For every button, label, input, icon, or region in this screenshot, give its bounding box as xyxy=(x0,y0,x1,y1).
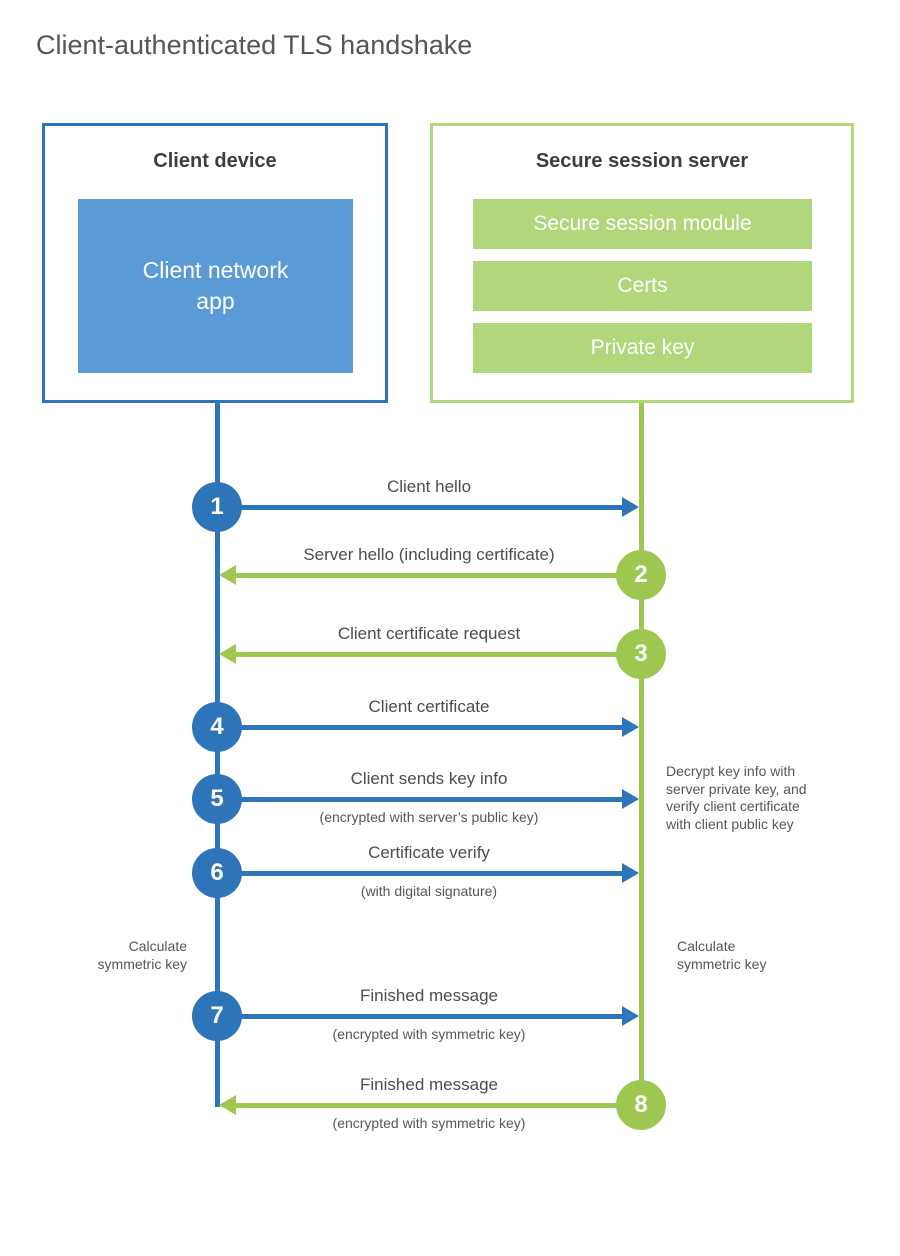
step-4-arrowhead-right-icon xyxy=(622,717,639,737)
step-8-sublabel: (encrypted with symmetric key) xyxy=(332,1115,526,1131)
page-title: Client-authenticated TLS handshake xyxy=(36,30,473,60)
step-6-arrowhead-right-icon xyxy=(622,863,639,883)
server-module-private-key: Private key xyxy=(473,323,812,373)
step-7-sublabel: (encrypted with symmetric key) xyxy=(332,1026,526,1042)
step-2-arrowhead-left-icon xyxy=(219,565,236,585)
step-4-label: Client certificate xyxy=(368,697,490,716)
step-2-badge: 2 xyxy=(616,550,666,600)
step-8-arrow-line xyxy=(234,1103,618,1108)
step-7-arrow-line xyxy=(238,1014,624,1019)
step-1-badge: 1 xyxy=(192,482,242,532)
step-4-arrow-line xyxy=(238,725,624,730)
secure-session-server-title: Secure session server xyxy=(535,150,749,172)
step-5-badge: 5 xyxy=(192,774,242,824)
note-decrypt-key-info: Decrypt key info with server private key… xyxy=(666,763,807,832)
client-network-app-box: Client network app xyxy=(78,199,353,373)
note-calculate-symmetric-key-client: Calculate symmetric key xyxy=(97,938,187,972)
client-lifeline xyxy=(215,403,220,1107)
step-3-arrow-line xyxy=(234,652,618,657)
step-6-sublabel: (with digital signature) xyxy=(360,883,498,899)
secure-session-server-box: Secure session server Secure session mod… xyxy=(430,123,854,403)
step-7-label: Finished message xyxy=(360,986,498,1005)
step-3-arrowhead-left-icon xyxy=(219,644,236,664)
step-6-arrow-line xyxy=(238,871,624,876)
step-2-label: Server hello (including certificate) xyxy=(303,545,555,564)
server-module-secure-session: Secure session module xyxy=(473,199,812,249)
note-calculate-symmetric-key-server: Calculate symmetric key xyxy=(677,938,767,972)
step-6-label: Certificate verify xyxy=(368,843,490,862)
step-6-badge: 6 xyxy=(192,848,242,898)
step-5-arrow-line xyxy=(238,797,624,802)
client-device-box: Client device Client network app xyxy=(42,123,388,403)
step-5-label: Client sends key info xyxy=(350,769,508,788)
server-lifeline xyxy=(639,403,644,1107)
step-7-badge: 7 xyxy=(192,991,242,1041)
step-8-label: Finished message xyxy=(360,1075,498,1094)
step-7-arrowhead-right-icon xyxy=(622,1006,639,1026)
step-8-badge: 8 xyxy=(616,1080,666,1130)
step-8-arrowhead-left-icon xyxy=(219,1095,236,1115)
step-4-badge: 4 xyxy=(192,702,242,752)
step-2-arrow-line xyxy=(234,573,618,578)
server-module-certs: Certs xyxy=(473,261,812,311)
step-5-sublabel: (encrypted with server’s public key) xyxy=(319,809,539,825)
step-1-arrow-line xyxy=(238,505,624,510)
step-1-arrowhead-right-icon xyxy=(622,497,639,517)
client-device-title: Client device xyxy=(153,150,277,172)
step-3-badge: 3 xyxy=(616,629,666,679)
step-5-arrowhead-right-icon xyxy=(622,789,639,809)
step-1-label: Client hello xyxy=(386,477,472,496)
step-3-label: Client certificate request xyxy=(337,624,521,643)
